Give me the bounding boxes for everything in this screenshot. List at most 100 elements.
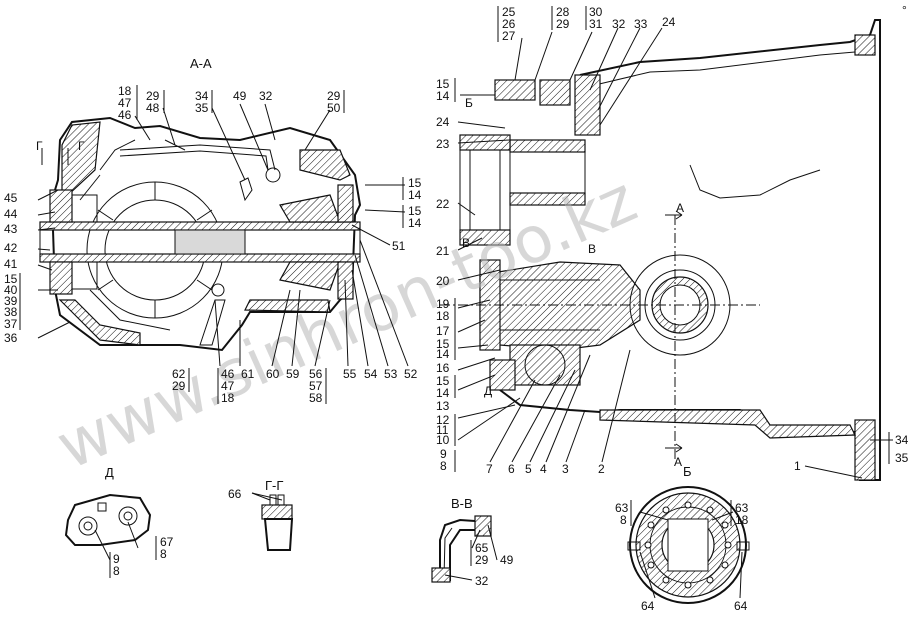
part-label: 24 bbox=[436, 115, 450, 129]
part-label: 37 bbox=[4, 317, 18, 331]
part-label: 15 bbox=[436, 77, 450, 91]
section-title-gg: Г-Г bbox=[265, 478, 283, 493]
labels-section-aa: 18 47 46 29 48 34 35 49 32 29 50 15 14 1… bbox=[4, 84, 422, 405]
part-label: 57 bbox=[309, 379, 323, 393]
part-label: 15 bbox=[4, 272, 18, 286]
part-label: 55 bbox=[343, 367, 357, 381]
section-aa-view bbox=[39, 116, 362, 352]
part-label: 9 bbox=[113, 552, 120, 566]
part-label: 61 bbox=[241, 367, 255, 381]
part-label: 25 bbox=[502, 5, 516, 19]
part-label: 31 bbox=[589, 17, 603, 31]
part-label: 26 bbox=[502, 17, 516, 31]
part-label: 32 bbox=[475, 574, 489, 588]
part-label: 14 bbox=[436, 386, 450, 400]
part-label: 13 bbox=[436, 399, 450, 413]
detail-vv-view bbox=[431, 515, 492, 583]
marker-v-right: В bbox=[588, 242, 596, 256]
part-label: 52 bbox=[404, 367, 418, 381]
part-label: 7 bbox=[486, 462, 493, 476]
part-label: 28 bbox=[556, 5, 570, 19]
part-label: 67 bbox=[160, 535, 174, 549]
part-label: 38 bbox=[4, 305, 18, 319]
part-label: 19 bbox=[436, 297, 450, 311]
part-label: 11 bbox=[436, 423, 449, 437]
part-label: 58 bbox=[309, 391, 323, 405]
part-label: 64 bbox=[734, 599, 748, 613]
detail-d-view bbox=[64, 493, 152, 546]
section-title-vv: В-В bbox=[451, 496, 473, 511]
marker-a-bottom: А bbox=[674, 455, 682, 469]
part-label: 47 bbox=[221, 379, 235, 393]
part-label: 14 bbox=[436, 347, 450, 361]
part-label: 14 bbox=[408, 216, 422, 230]
part-label: 29 bbox=[146, 89, 160, 103]
part-label: 65 bbox=[475, 541, 489, 555]
part-label: 29 bbox=[172, 379, 186, 393]
part-label: 42 bbox=[4, 241, 18, 255]
label-brackets bbox=[19, 6, 890, 578]
part-label: 27 bbox=[502, 29, 516, 43]
part-label: 49 bbox=[233, 89, 247, 103]
part-label: 50 bbox=[327, 101, 341, 115]
part-label: 15 bbox=[436, 374, 450, 388]
part-label: 8 bbox=[620, 513, 627, 527]
part-label: 40 bbox=[4, 283, 18, 297]
marker-g-left: Г bbox=[36, 139, 43, 153]
part-label: 43 bbox=[4, 222, 18, 236]
part-label: 62 bbox=[172, 367, 186, 381]
part-label: 48 bbox=[146, 101, 160, 115]
part-label: 24 bbox=[662, 15, 676, 29]
part-label: 5 bbox=[525, 462, 532, 476]
detail-gg-view bbox=[261, 494, 294, 551]
part-label: 29 bbox=[556, 17, 570, 31]
part-label: 21 bbox=[436, 244, 450, 258]
part-label: 9 bbox=[440, 447, 447, 461]
marker-b: Б bbox=[465, 96, 473, 110]
part-label: 12 bbox=[436, 413, 450, 427]
labels-main-view: 25 26 27 28 29 30 31 32 33 24 15 14 24 2… bbox=[436, 5, 909, 476]
part-label: 46 bbox=[118, 108, 132, 122]
corner-mark: ° bbox=[902, 3, 907, 17]
part-label: 15 bbox=[408, 204, 422, 218]
part-label: 35 bbox=[895, 451, 909, 465]
part-label: 63 bbox=[615, 501, 629, 515]
part-label: 36 bbox=[4, 331, 18, 345]
part-label: 34 bbox=[895, 433, 909, 447]
part-label: 15 bbox=[436, 337, 450, 351]
part-label: 15 bbox=[408, 176, 422, 190]
part-label: 20 bbox=[436, 274, 450, 288]
part-label: 34 bbox=[195, 89, 209, 103]
leader-lines bbox=[37, 27, 893, 599]
part-label: 53 bbox=[384, 367, 398, 381]
detail-b-view bbox=[627, 486, 750, 604]
part-label: 29 bbox=[475, 553, 489, 567]
part-label: 46 bbox=[221, 367, 235, 381]
part-label: 30 bbox=[589, 5, 603, 19]
part-label: 63 bbox=[735, 501, 749, 515]
part-label: 47 bbox=[118, 96, 132, 110]
part-label: 29 bbox=[327, 89, 341, 103]
part-label: 33 bbox=[634, 17, 648, 31]
part-label: 64 bbox=[641, 599, 655, 613]
section-title-b: Б bbox=[683, 464, 692, 479]
part-label: 8 bbox=[440, 459, 447, 473]
marker-g-right: Г bbox=[78, 139, 85, 153]
part-label: 66 bbox=[228, 487, 242, 501]
part-label: 35 bbox=[195, 101, 209, 115]
part-label: 6 bbox=[508, 462, 515, 476]
part-label: 54 bbox=[364, 367, 378, 381]
part-label: 14 bbox=[408, 188, 422, 202]
part-label: 4 bbox=[540, 462, 547, 476]
part-label: 18 bbox=[436, 309, 450, 323]
part-label: 8 bbox=[160, 547, 167, 561]
part-label: 17 bbox=[436, 324, 450, 338]
part-label: 8 bbox=[113, 564, 120, 578]
part-label: 16 bbox=[436, 361, 450, 375]
part-label: 3 bbox=[562, 462, 569, 476]
part-label: 59 bbox=[286, 367, 300, 381]
marker-d: Д bbox=[484, 384, 492, 398]
part-label: 18 bbox=[221, 391, 235, 405]
part-label: 41 bbox=[4, 257, 18, 271]
